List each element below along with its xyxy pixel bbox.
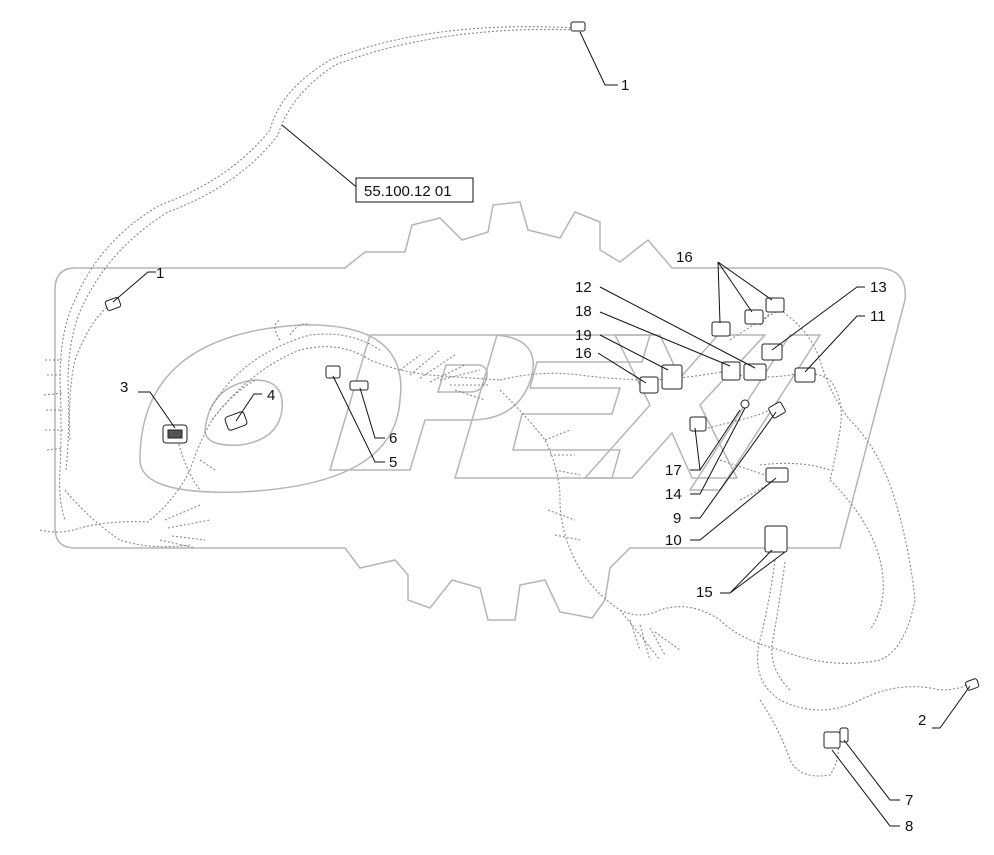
callout-10: 10 bbox=[665, 532, 682, 549]
callout-1-left: 1 bbox=[156, 265, 164, 282]
callout-16-top: 16 bbox=[676, 249, 693, 266]
callout-2: 2 bbox=[918, 712, 926, 729]
connector-16-upper-a bbox=[711, 321, 731, 337]
callout-1-top: 1 bbox=[621, 77, 629, 94]
callout-12: 12 bbox=[575, 279, 592, 296]
callout-5: 5 bbox=[389, 454, 397, 471]
reference-box: 55.100.12 01 bbox=[355, 177, 474, 203]
connector-8 bbox=[823, 731, 841, 749]
callout-14: 14 bbox=[665, 486, 682, 503]
watermark-gear-outline bbox=[54, 201, 907, 621]
connector-1-top bbox=[570, 21, 586, 32]
reference-label: 55.100.12 01 bbox=[364, 183, 452, 200]
connector-18 bbox=[721, 361, 741, 381]
callout-18: 18 bbox=[575, 303, 592, 320]
leader-lines bbox=[112, 31, 971, 827]
connector-2 bbox=[965, 678, 980, 691]
connector-16-upper-c bbox=[765, 297, 785, 313]
callout-16-left: 16 bbox=[575, 345, 592, 362]
connector-5 bbox=[325, 365, 341, 379]
callout-7: 7 bbox=[905, 792, 913, 809]
connector-7 bbox=[839, 727, 849, 743]
watermark-letter-o bbox=[139, 324, 402, 493]
callout-6: 6 bbox=[389, 430, 397, 447]
callout-13: 13 bbox=[870, 279, 887, 296]
connector-6 bbox=[349, 380, 369, 391]
callout-17: 17 bbox=[665, 462, 682, 479]
harness-wires bbox=[39, 26, 971, 777]
connector-14 bbox=[740, 399, 750, 409]
connector-17 bbox=[689, 416, 707, 432]
connector-3-plug bbox=[167, 429, 183, 439]
callout-3: 3 bbox=[120, 379, 128, 396]
connector-19 bbox=[661, 364, 683, 390]
connector-15 bbox=[764, 525, 788, 553]
callout-19: 19 bbox=[575, 327, 592, 344]
connectors bbox=[104, 21, 980, 749]
connector-16-lower bbox=[639, 376, 659, 394]
callout-8: 8 bbox=[905, 818, 913, 835]
connector-9 bbox=[768, 401, 786, 419]
connector-10 bbox=[765, 467, 789, 483]
watermark-letter-p bbox=[328, 334, 534, 471]
connector-1-left bbox=[104, 296, 122, 312]
connector-16-upper-b bbox=[744, 309, 764, 325]
connector-13 bbox=[761, 343, 783, 361]
callout-11: 11 bbox=[870, 308, 886, 325]
callout-9: 9 bbox=[673, 510, 681, 527]
connector-11 bbox=[794, 367, 816, 383]
watermark-slash bbox=[688, 334, 822, 491]
watermark-letter-x bbox=[583, 334, 767, 479]
connector-12 bbox=[743, 363, 767, 381]
callout-4: 4 bbox=[267, 387, 275, 404]
watermark-logo bbox=[54, 201, 907, 621]
callout-labels: 1 1 2 3 4 5 6 7 8 9 10 11 12 13 14 15 16… bbox=[120, 77, 926, 835]
callout-15: 15 bbox=[696, 584, 713, 601]
